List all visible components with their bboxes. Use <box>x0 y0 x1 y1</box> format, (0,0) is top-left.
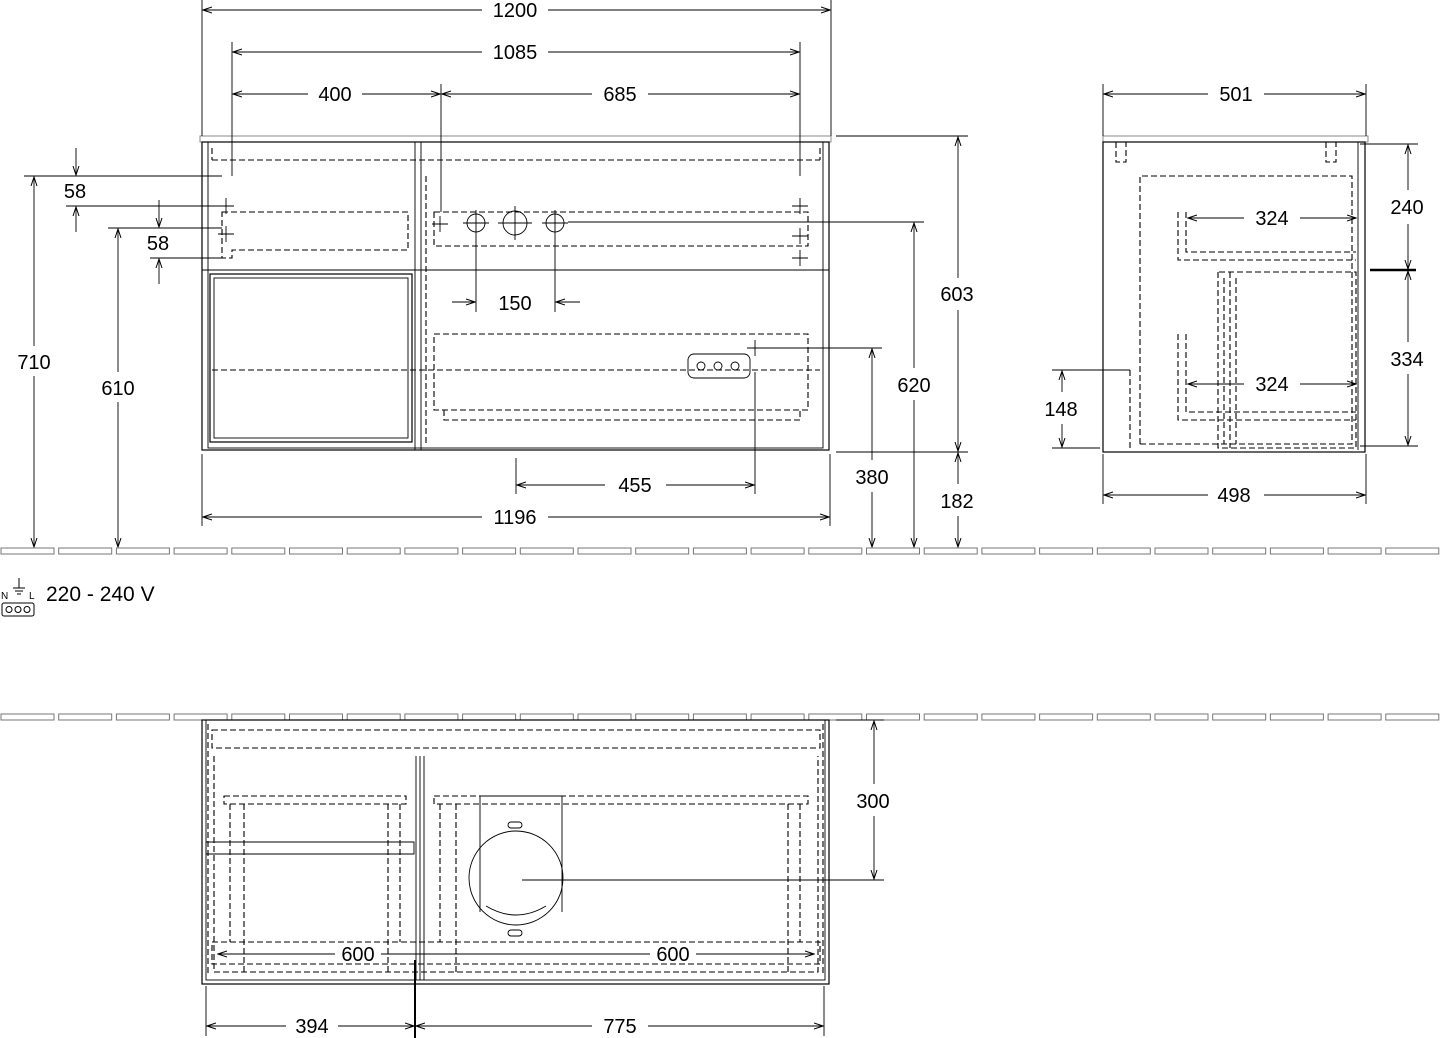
dim-height-610: 610 <box>101 378 134 400</box>
front-view <box>199 135 832 451</box>
tile <box>1385 713 1440 721</box>
tile <box>0 713 55 721</box>
tile <box>0 547 55 555</box>
tile <box>346 547 401 555</box>
front-cabinet-inner <box>207 141 824 449</box>
top-dimensions: 300 600 600 394 775 <box>205 719 890 1038</box>
tile <box>808 547 863 555</box>
tile <box>1039 547 1094 555</box>
wall-line-top-view <box>0 713 1440 721</box>
tile <box>289 547 343 555</box>
side-cabinet-outline <box>1102 141 1366 453</box>
tile <box>923 547 978 555</box>
tile <box>1212 547 1267 555</box>
tile <box>519 713 574 721</box>
tile <box>1327 713 1382 721</box>
tile <box>1039 713 1094 721</box>
tile <box>58 713 113 721</box>
dim-total-height: 710 <box>17 352 50 374</box>
tile <box>692 713 747 721</box>
front-countertop <box>199 135 832 143</box>
tile <box>404 547 459 555</box>
dim-top-depth: 300 <box>856 791 889 813</box>
top-view <box>201 719 830 985</box>
dim-cabinet-height: 603 <box>940 284 973 306</box>
tile <box>1096 713 1151 721</box>
tile <box>173 547 228 555</box>
side-view <box>1102 135 1416 453</box>
dim-right-section: 685 <box>603 84 636 106</box>
dim-side-lower-height: 334 <box>1390 349 1423 371</box>
dim-height-620: 620 <box>897 375 930 397</box>
tile <box>577 713 632 721</box>
socket-icon: N L <box>1 578 35 617</box>
dim-top-left-width: 394 <box>295 1016 328 1038</box>
tile <box>808 713 863 721</box>
tile <box>462 547 517 555</box>
dim-inner-width: 1085 <box>493 42 538 64</box>
tile <box>923 713 978 721</box>
tap-holes <box>463 206 568 240</box>
tile <box>866 713 920 721</box>
tile <box>692 547 747 555</box>
front-dimensions: 1200 1085 400 685 58 58 710 610 1 <box>17 0 974 547</box>
dim-side-bottom-depth: 498 <box>1217 485 1250 507</box>
tile <box>635 547 690 555</box>
dim-socket-height: 380 <box>855 467 888 489</box>
dim-top-right-drawer: 600 <box>656 944 689 966</box>
tile <box>115 713 170 721</box>
tile <box>404 713 459 721</box>
top-cabinet-outline <box>201 719 830 985</box>
tile <box>866 547 920 555</box>
dim-side-height-148: 148 <box>1044 399 1077 421</box>
tile <box>1327 547 1382 555</box>
tile <box>462 713 517 721</box>
tile <box>1269 547 1324 555</box>
voltage-label: 220 - 240 V <box>46 583 155 606</box>
terminal-l: L <box>29 591 35 602</box>
dim-left-section: 400 <box>318 84 351 106</box>
siphon-cutout <box>468 830 564 926</box>
tile <box>289 713 343 721</box>
tile <box>1385 547 1440 555</box>
dim-tap-spacing: 150 <box>498 293 531 315</box>
dim-side-lower-drawer: 324 <box>1255 374 1288 396</box>
dim-bottom-width: 1196 <box>493 507 536 529</box>
tile <box>981 547 1036 555</box>
tile <box>346 713 401 721</box>
dim-top-left-drawer: 600 <box>341 944 374 966</box>
side-dimensions: 501 240 334 324 324 148 498 <box>1044 84 1424 507</box>
tile <box>635 713 690 721</box>
dim-top-gap-a: 58 <box>64 181 86 203</box>
dim-top-gap-b: 58 <box>147 233 169 255</box>
tile <box>231 713 286 721</box>
tile <box>58 547 113 555</box>
tile <box>1154 713 1209 721</box>
dim-floor-clearance: 182 <box>940 491 973 513</box>
tile <box>981 713 1036 721</box>
dim-side-upper-height: 240 <box>1390 197 1423 219</box>
tile <box>1212 713 1267 721</box>
tile <box>1096 547 1151 555</box>
tile <box>115 547 170 555</box>
tile <box>519 547 574 555</box>
tile <box>231 547 286 555</box>
front-socket <box>687 353 751 379</box>
dim-top-right-width: 775 <box>603 1016 636 1038</box>
dim-side-upper-drawer: 324 <box>1255 208 1288 230</box>
tile <box>1154 547 1209 555</box>
dim-socket-offset: 455 <box>618 475 651 497</box>
tile <box>750 713 805 721</box>
tile <box>1269 713 1324 721</box>
tile <box>750 547 805 555</box>
tile <box>577 547 632 555</box>
terminal-n: N <box>1 591 8 602</box>
tile <box>173 713 228 721</box>
floor-line-front <box>0 547 1440 555</box>
front-left-drawer <box>209 273 413 443</box>
dim-side-top-depth: 501 <box>1219 84 1252 106</box>
dim-overall-width: 1200 <box>493 0 538 22</box>
